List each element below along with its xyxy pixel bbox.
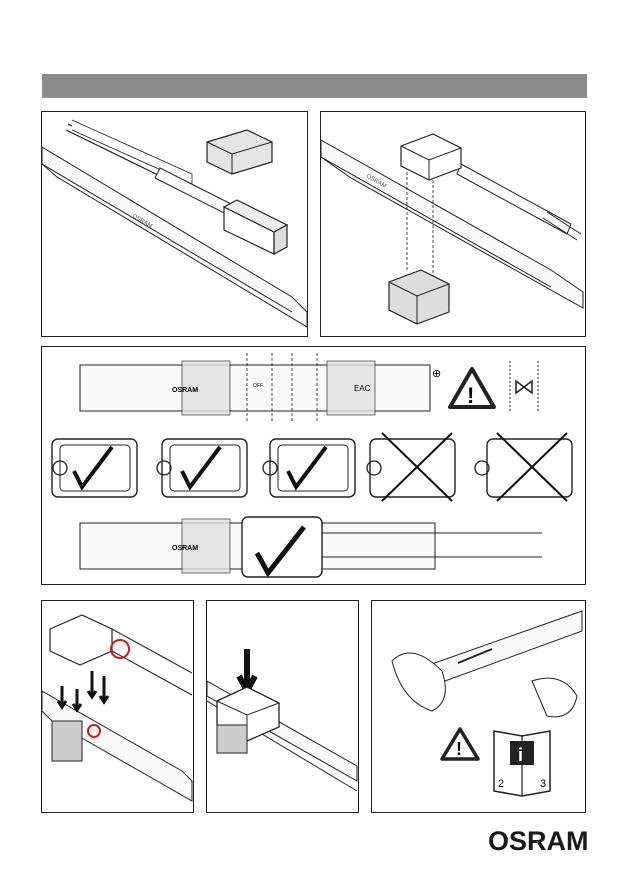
manual-page-right: 3 — [540, 778, 546, 790]
connector-example-5-wrong — [475, 433, 572, 501]
connector-example-4-wrong — [367, 433, 455, 501]
section-header-bar — [42, 74, 587, 98]
strip-brand-label: OSRAM — [172, 387, 198, 394]
plus-polarity-top: ⊕ — [432, 368, 441, 380]
panel-exploded-connector: OSRAM — [320, 111, 586, 337]
connector-example-3 — [263, 439, 355, 497]
connector-example-1 — [52, 439, 137, 497]
warning-icon: ! — [467, 383, 474, 408]
brand-logo: OSRAM — [488, 826, 589, 857]
connector-example-2 — [157, 439, 247, 497]
panel-cut-strip: ! i 2 3 — [371, 600, 586, 813]
strip-off-label: OFF — [253, 383, 263, 389]
strip-eac-mark: EAC — [354, 384, 371, 393]
cut-mark-icon — [516, 381, 532, 393]
svg-text:i: i — [518, 745, 523, 765]
warning-icon-cut: ! — [456, 739, 462, 759]
manual-page-left: 2 — [498, 778, 504, 790]
panel-connector-wires: OSRAM — [41, 111, 308, 337]
press-down-arrow — [239, 649, 255, 691]
panel-press-connector — [206, 600, 359, 813]
strip-brand-label-bottom: OSRAM — [172, 545, 198, 552]
panel-clamp-press — [41, 600, 194, 813]
panel-alignment-guide: OSRAM EAC OFF ⊕ ! — [41, 346, 586, 585]
manual-icon: i 2 3 — [494, 731, 550, 796]
